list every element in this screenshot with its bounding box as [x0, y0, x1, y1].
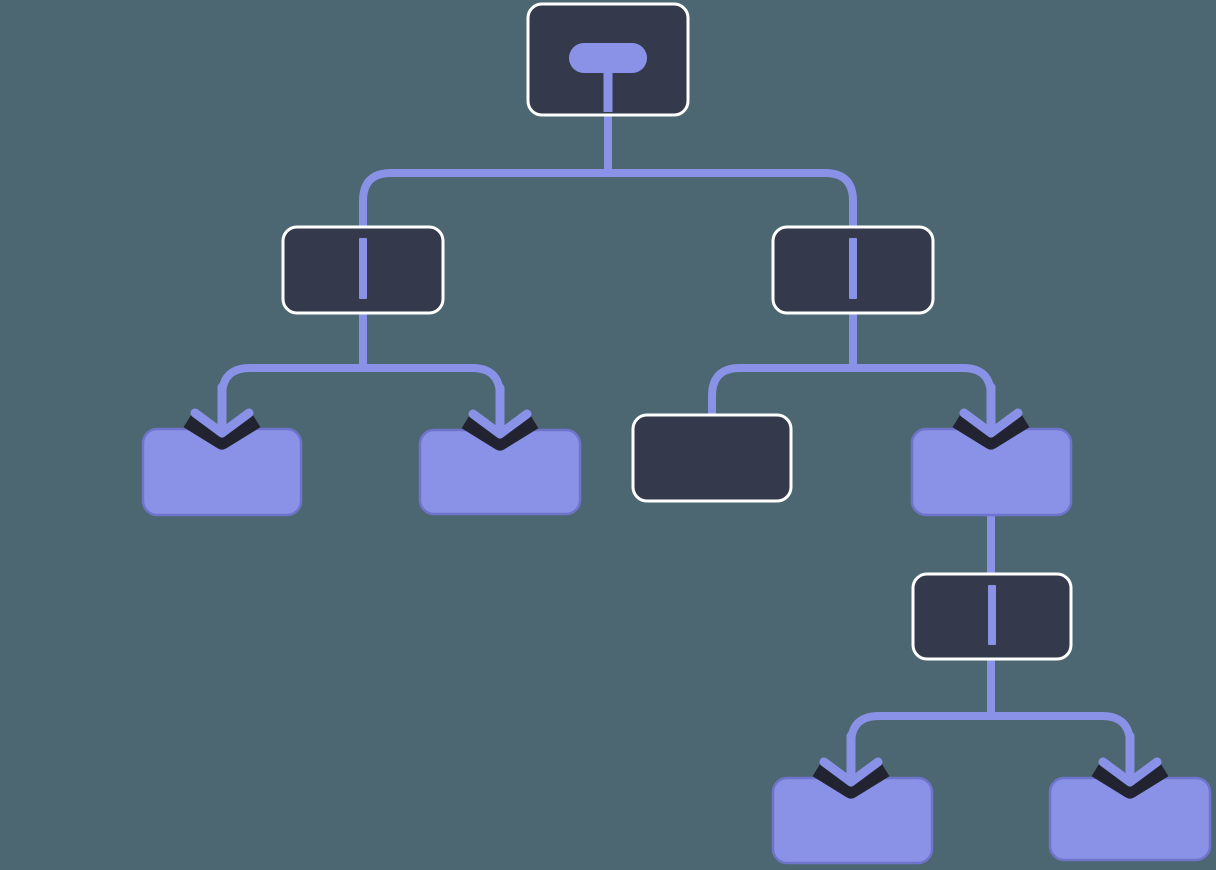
pill-stem	[603, 70, 613, 112]
chevron-down-arrow-icon	[1091, 731, 1169, 799]
arrow-shadow-chevron	[1091, 761, 1169, 799]
node-body-leaf-3[interactable]	[631, 413, 793, 503]
arrow-shadow-chevron	[183, 412, 261, 450]
node-branch-bottom[interactable]	[911, 572, 1073, 661]
node-leaf-3[interactable]	[631, 413, 793, 503]
divider-line	[359, 238, 367, 299]
connector-split-bottom	[847, 712, 1134, 782]
arrow-chevron	[190, 408, 254, 438]
chevron-down-arrow-icon	[812, 731, 890, 799]
arrow-shadow-chevron	[952, 412, 1030, 450]
divider-line	[988, 585, 996, 645]
node-branch-right[interactable]	[771, 225, 935, 315]
arrow-chevron	[468, 409, 532, 439]
divider-line	[849, 238, 857, 299]
chevron-down-arrow-icon	[183, 382, 261, 450]
arrow-chevron	[819, 757, 883, 787]
chevron-down-arrow-icon	[461, 383, 539, 451]
node-branch-left[interactable]	[281, 225, 445, 315]
arrow-shadow-chevron	[812, 761, 890, 799]
arrow-chevron	[959, 408, 1023, 438]
arrow-shadow-chevron	[461, 413, 539, 451]
chevron-down-arrow-icon	[952, 382, 1030, 450]
node-root[interactable]	[526, 2, 690, 117]
connector-split-top	[359, 169, 857, 235]
arrow-chevron	[1098, 757, 1162, 787]
connector-split-left	[218, 364, 504, 432]
pill-placeholder	[569, 43, 647, 73]
